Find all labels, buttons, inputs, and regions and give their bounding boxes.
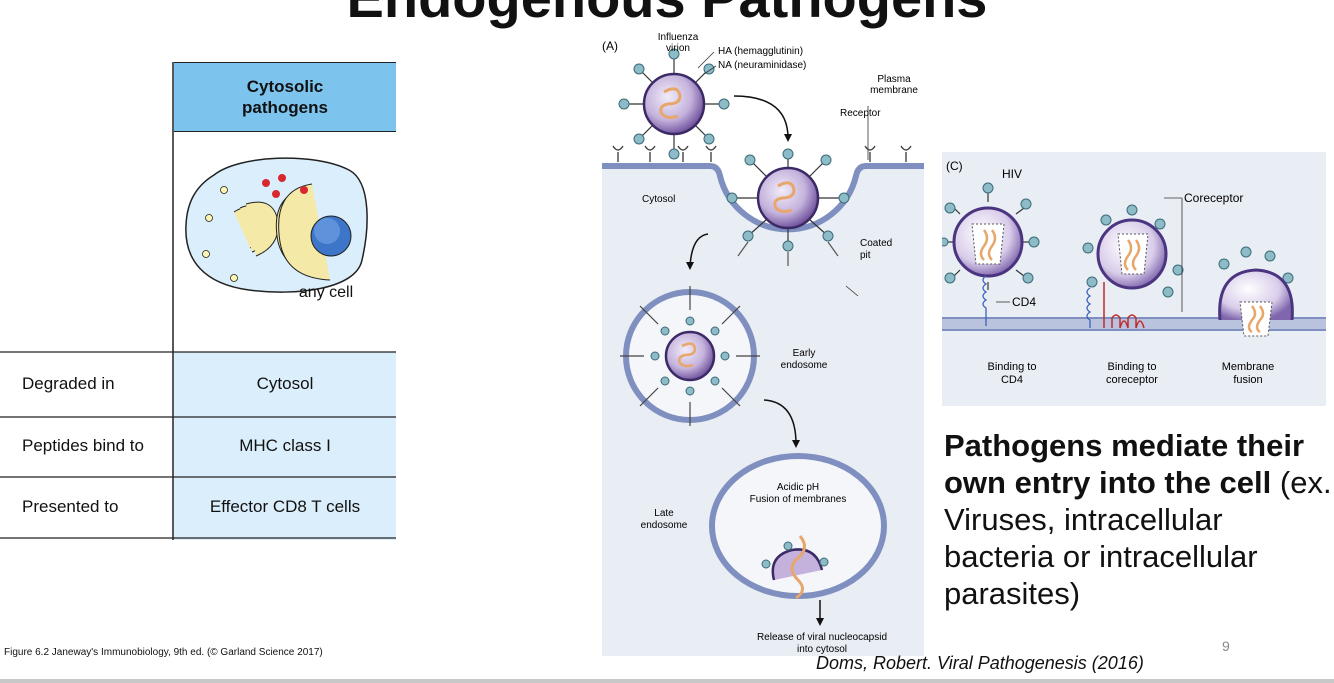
- step3-label-1: Membrane: [1222, 361, 1275, 373]
- cell-label: any cell: [298, 284, 354, 301]
- acidic-label-1: Acidic pH: [777, 482, 819, 493]
- body-statement: Pathogens mediate their own entry into t…: [944, 427, 1334, 612]
- late-label-2: endosome: [641, 520, 688, 531]
- hiv-fusion-icon: [1218, 246, 1294, 337]
- table-lines: [0, 62, 396, 540]
- header-line-2: pathogens: [242, 98, 328, 117]
- row-label-presented: Presented to: [22, 497, 119, 516]
- late-endosome-icon: [709, 453, 887, 600]
- hiv-virion-icon-2: [1082, 197, 1184, 329]
- pathogen-dot: [300, 186, 308, 194]
- release-label-1: Release of viral nucleocapsid: [757, 632, 887, 643]
- table-header-cytosolic: Cytosolic pathogens: [174, 62, 396, 132]
- influenza-label-1: Influenza: [658, 32, 699, 43]
- plasma-label-2: membrane: [870, 85, 918, 96]
- er-icon: [275, 183, 331, 281]
- pathogen-dot: [262, 179, 270, 187]
- source-credit: Doms, Robert. Viral Pathogenesis (2016): [816, 653, 1144, 673]
- hiv-label: HIV: [1002, 167, 1022, 181]
- panel-a-tag: (A): [602, 39, 618, 53]
- step1-label-2: CD4: [1001, 374, 1023, 386]
- body-rest-text: (ex. Viruses, intracellular bacteria or …: [944, 465, 1332, 611]
- panel-c-hiv-entry: (C) HIV Coreceptor CD4 Binding to CD4 Bi…: [942, 152, 1326, 406]
- step3-label-2: fusion: [1233, 374, 1262, 386]
- slide-title: Endogenous Pathogens: [0, 0, 1334, 30]
- plasma-label-1: Plasma: [877, 74, 911, 85]
- virion-in-pit-icon: [726, 148, 850, 266]
- early-label-2: endosome: [781, 360, 828, 371]
- coated-label-1: Coated: [860, 238, 892, 249]
- row-value-peptides: MHC class I: [239, 436, 331, 455]
- cd4-label: CD4: [1012, 295, 1036, 309]
- early-label-1: Early: [793, 348, 816, 359]
- coreceptor-label: Coreceptor: [1184, 191, 1243, 205]
- influenza-virion-icon: [618, 48, 730, 160]
- row-label-degraded: Degraded in: [22, 374, 115, 393]
- antigen-table: Cytosolic pathogens any cell Degraded in…: [0, 0, 400, 560]
- late-label-1: Late: [654, 508, 674, 519]
- step2-label-1: Binding to: [1108, 361, 1157, 373]
- hiv-virion-icon-1: [942, 182, 1040, 326]
- pathogen-dot: [278, 174, 286, 182]
- step1-label-1: Binding to: [988, 361, 1037, 373]
- row-label-peptides: Peptides bind to: [22, 436, 144, 455]
- coated-label-2: pit: [860, 250, 871, 261]
- golgi-icon: [233, 201, 279, 257]
- bottom-divider: [0, 679, 1334, 683]
- na-label: NA (neuraminidase): [718, 60, 806, 71]
- early-endosome-icon: [620, 286, 760, 426]
- page-number: 9: [1222, 638, 1230, 654]
- receptor-label: Receptor: [840, 108, 881, 119]
- influenza-label-2: virion: [666, 43, 690, 54]
- body-bold-text: Pathogens mediate their own entry into t…: [944, 428, 1305, 500]
- release-label-2: into cytosol: [797, 644, 847, 655]
- panel-a-influenza-entry: (A) Influenza virion HA (hemagglutinin) …: [602, 32, 924, 656]
- row-value-degraded: Cytosol: [256, 374, 314, 393]
- receptor-icons: [612, 145, 912, 162]
- step2-label-2: coreceptor: [1106, 374, 1158, 386]
- figure-caption: Figure 6.2 Janeway's Immunobiology, 9th …: [4, 647, 323, 658]
- acidic-label-2: Fusion of membranes: [750, 494, 847, 505]
- any-cell-illustration: [185, 157, 368, 293]
- row-value-presented: Effector CD8 T cells: [209, 497, 361, 516]
- panel-c-tag: (C): [946, 159, 963, 173]
- ha-label: HA (hemagglutinin): [718, 46, 803, 57]
- pathogen-dot: [272, 190, 280, 198]
- header-line-1: Cytosolic: [246, 77, 324, 96]
- cytosol-label: Cytosol: [642, 194, 675, 205]
- flow-arrows: [689, 95, 821, 620]
